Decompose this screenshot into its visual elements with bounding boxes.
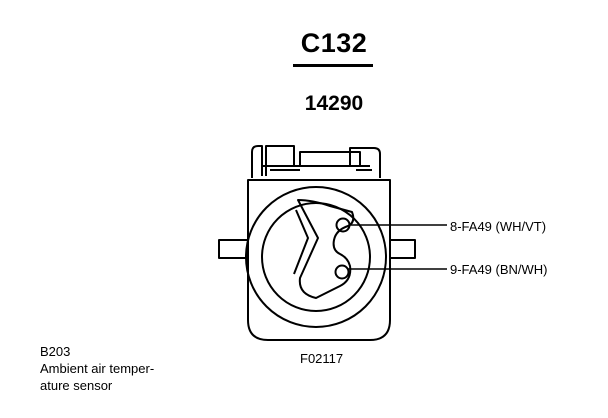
connector-face-outer: [245, 186, 387, 328]
figure-code: F02117: [300, 351, 344, 366]
keyed-insert: [297, 199, 355, 299]
mounting-ear-left: [218, 239, 249, 259]
pin-9-label: 9-FA49 (BN/WH): [450, 262, 548, 277]
mounting-ear-right: [389, 239, 416, 259]
component-description-line-1: Ambient air temper-: [40, 361, 155, 376]
insert-ridge: [293, 209, 309, 275]
latch-tab: [349, 147, 381, 178]
latch-tab: [251, 145, 263, 178]
connector-id-underline: [293, 64, 373, 67]
latch-tab: [299, 151, 361, 166]
connector-id: C132: [300, 28, 368, 58]
pin-cavity-8: [335, 217, 351, 233]
component-description-line-2: ature sensor: [40, 378, 113, 393]
connector-housing: [247, 179, 391, 341]
pin-cavity-9: [334, 264, 350, 280]
component-code: B203: [40, 344, 71, 359]
part-number: 14290: [304, 92, 364, 115]
component-info: B203 Ambient air temper- ature sensor: [40, 343, 154, 394]
latch-tab: [265, 145, 295, 176]
pin-8-label: 8-FA49 (WH/VT): [450, 219, 547, 234]
